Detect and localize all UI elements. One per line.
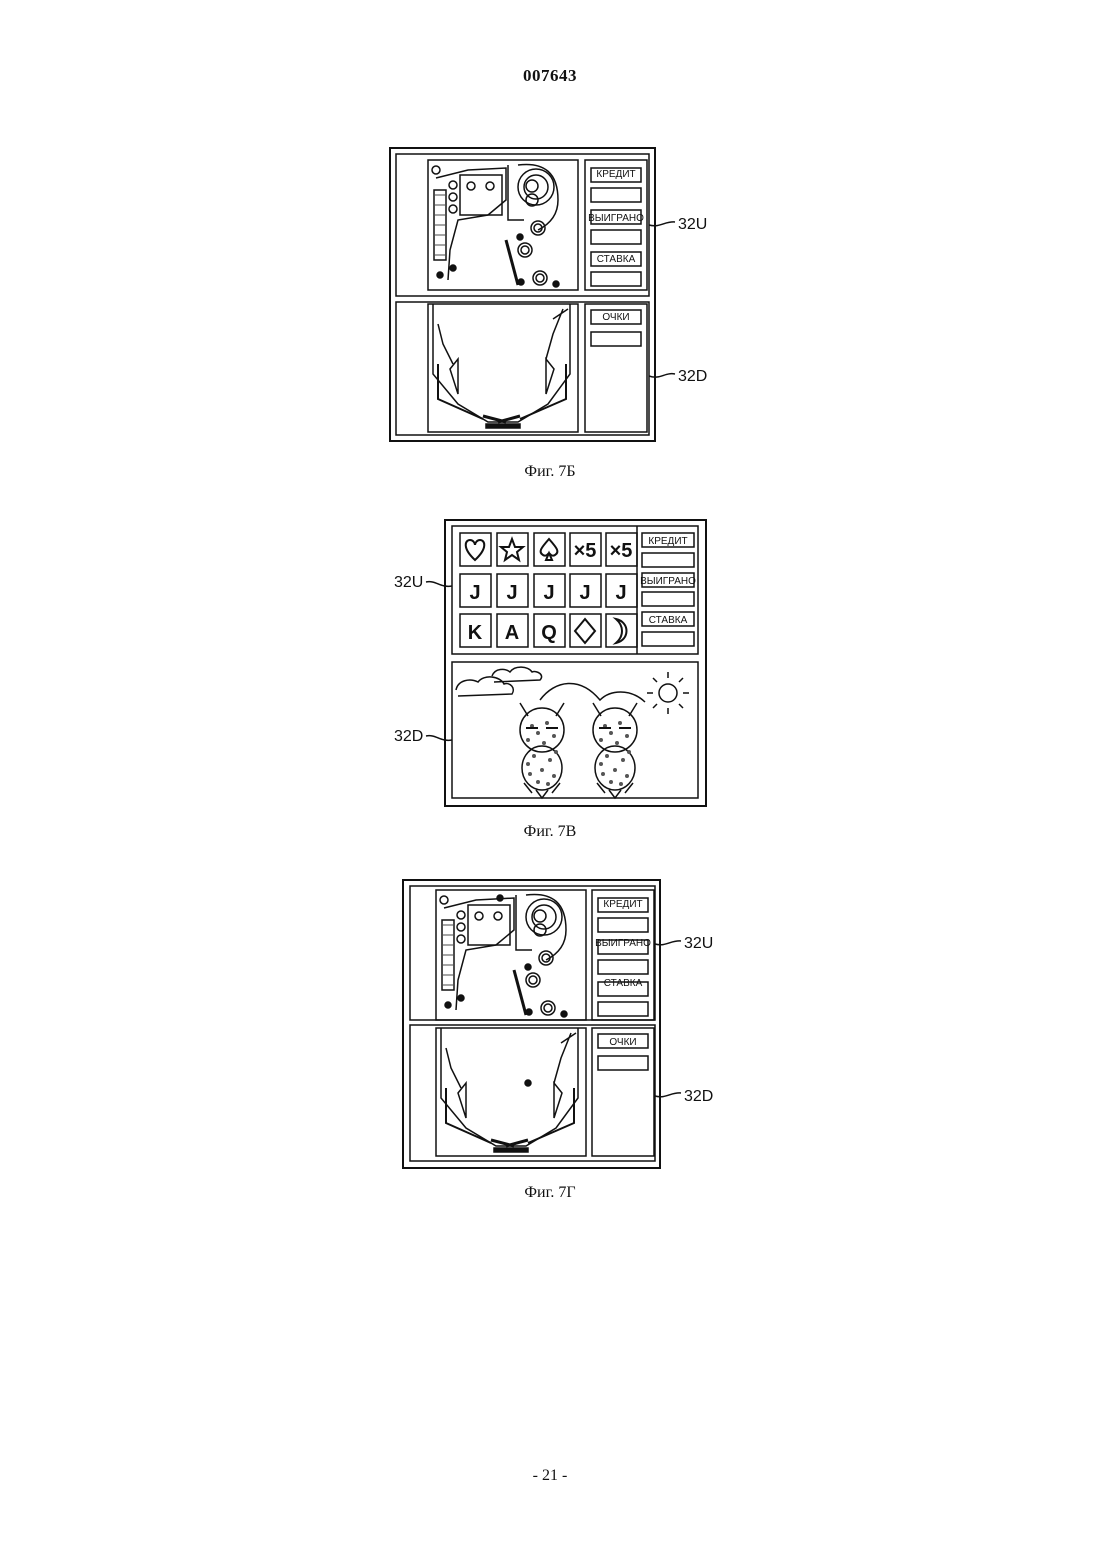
won-label: ВЫИГРАНО bbox=[588, 213, 644, 224]
credit-label: КРЕДИТ bbox=[596, 169, 635, 180]
bet-label: СТАВКА bbox=[604, 978, 643, 989]
landscape-scene bbox=[456, 667, 689, 798]
reel-k: K bbox=[468, 622, 483, 644]
ref-32u: 32U bbox=[394, 574, 423, 591]
figure-7b bbox=[390, 148, 675, 441]
won-label: ВЫИГРАНО bbox=[595, 938, 651, 949]
heart-icon bbox=[466, 540, 485, 560]
figure-7v bbox=[426, 520, 706, 806]
ref-32d: 32D bbox=[394, 728, 423, 745]
reel-x5: ×5 bbox=[574, 540, 597, 562]
ref-32u: 32U bbox=[678, 216, 707, 233]
ref-32d: 32D bbox=[678, 368, 707, 385]
ref-32u: 32U bbox=[684, 935, 713, 952]
credit-label: КРЕДИТ bbox=[603, 899, 642, 910]
pinball-upper-playfield bbox=[436, 890, 586, 1020]
reel-j: J bbox=[469, 582, 480, 604]
figure-caption-7v: Фиг. 7В bbox=[0, 823, 1100, 841]
pinball-upper-playfield bbox=[428, 160, 578, 290]
spade-icon bbox=[541, 539, 558, 560]
figure-7g bbox=[403, 880, 681, 1168]
score-panel-lower bbox=[585, 304, 647, 432]
points-label: ОЧКИ bbox=[609, 1037, 636, 1048]
pinball-lower-playfield bbox=[428, 304, 578, 432]
points-label: ОЧКИ bbox=[602, 312, 629, 323]
bet-label: СТАВКА bbox=[649, 615, 688, 626]
score-panel-7v bbox=[642, 533, 694, 646]
pinball-lower-playfield bbox=[436, 1028, 586, 1156]
sun-icon bbox=[659, 684, 677, 702]
reel-j: J bbox=[506, 582, 517, 604]
figure-caption-7b: Фиг. 7Б bbox=[0, 463, 1100, 481]
reel-j: J bbox=[579, 582, 590, 604]
owl-right bbox=[593, 703, 637, 798]
page-number: - 21 - bbox=[0, 1467, 1100, 1485]
credit-label: КРЕДИТ bbox=[648, 536, 687, 547]
bet-label: СТАВКА bbox=[597, 254, 636, 265]
moon-icon bbox=[616, 619, 627, 643]
ref-32d: 32D bbox=[684, 1088, 713, 1105]
reel-j: J bbox=[615, 582, 626, 604]
figure-caption-7g: Фиг. 7Г bbox=[0, 1184, 1100, 1202]
reel-x5: ×5 bbox=[610, 540, 633, 562]
reel-a: A bbox=[505, 622, 519, 644]
owl-left bbox=[520, 703, 564, 798]
reel-j: J bbox=[543, 582, 554, 604]
won-label: ВЫИГРАНО bbox=[640, 576, 696, 587]
diamond-icon bbox=[575, 619, 595, 643]
star-icon bbox=[501, 539, 523, 560]
reel-q: Q bbox=[541, 622, 557, 644]
